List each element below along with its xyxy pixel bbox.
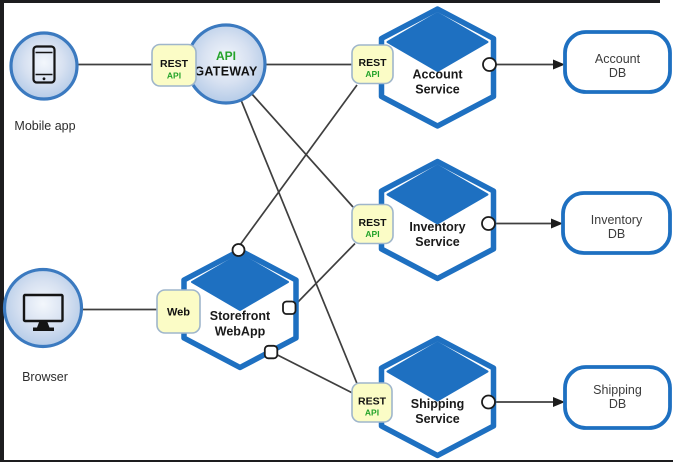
inventory-cube-top-face xyxy=(386,164,489,225)
shipping-cube-top-face xyxy=(386,341,489,402)
shipping-service-node: Shipping Service xyxy=(378,335,497,459)
frame-edge-bottom xyxy=(0,460,673,462)
connector-lines xyxy=(77,63,358,394)
storefront-cube-top-face xyxy=(191,253,289,311)
web-interface: Web xyxy=(156,289,201,334)
api-gateway-line1: API xyxy=(216,49,236,63)
inventory-rest-interface: REST API xyxy=(351,203,394,245)
shipping-rest-label: REST xyxy=(358,396,387,408)
inventory-db-box xyxy=(561,191,672,255)
gateway-rest-box xyxy=(151,43,197,87)
shipping-service-line2: Service xyxy=(415,412,460,426)
api-gateway-node: API GATEWAY xyxy=(185,23,267,105)
shipping-db-box xyxy=(563,365,672,430)
storefront-label-line1: Storefront xyxy=(210,309,271,323)
shipping-api-label: API xyxy=(365,408,379,418)
inventory-api-label: API xyxy=(365,229,379,239)
account-db-line2: DB xyxy=(609,66,626,80)
inventory-rest-label: REST xyxy=(358,217,387,229)
inventory-service-db-port xyxy=(481,216,496,231)
gateway-api-label: API xyxy=(167,71,181,81)
edge-webapp-to-inventory-rest xyxy=(294,242,356,306)
storefront-top-port xyxy=(231,243,246,257)
shipping-service-line1: Shipping xyxy=(411,397,464,411)
account-service-node: Account Service xyxy=(378,6,497,129)
edge-webapp-to-account-rest xyxy=(239,84,358,246)
arrowhead-inventory-db xyxy=(551,218,563,229)
account-db-node: Account DB xyxy=(563,30,672,94)
mobile-app-label: Mobile app xyxy=(14,119,75,133)
storefront-webapp-node: Storefront WebApp xyxy=(181,243,299,371)
edge-gateway-to-shipping-rest xyxy=(240,99,358,384)
inventory-rest-box xyxy=(351,203,394,245)
browser-node: Browser xyxy=(2,267,84,384)
frame-edge-top xyxy=(0,0,660,3)
account-service-line1: Account xyxy=(413,68,464,82)
inventory-service-line2: Service xyxy=(415,235,460,249)
storefront-label-line2: WebApp xyxy=(215,325,266,339)
shipping-db-node: Shipping DB xyxy=(563,365,672,430)
mobile-app-node: Mobile app xyxy=(9,31,79,133)
edge-webapp-to-shipping-rest xyxy=(277,354,353,394)
gateway-rest-label: REST xyxy=(160,58,189,70)
inventory-db-node: Inventory DB xyxy=(561,191,672,255)
arrowhead-shipping-db xyxy=(553,397,565,407)
storefront-bottom-port xyxy=(263,344,279,360)
account-rest-label: REST xyxy=(358,57,387,69)
frame-edge-left xyxy=(0,0,4,462)
smartphone-icon xyxy=(32,45,56,84)
account-db-box xyxy=(563,30,672,94)
account-cube-top-face xyxy=(386,12,489,72)
api-gateway-line2: GATEWAY xyxy=(194,65,258,79)
inventory-db-line2: DB xyxy=(608,227,625,241)
db-arrows xyxy=(495,59,565,407)
storefront-right-port xyxy=(282,300,297,315)
shipping-rest-box xyxy=(351,382,393,423)
inventory-db-line1: Inventory xyxy=(591,213,643,227)
arrowhead-account-db xyxy=(553,59,565,70)
inventory-service-line1: Inventory xyxy=(409,220,465,234)
monitor-icon xyxy=(22,293,64,331)
gateway-rest-interface: REST API xyxy=(151,43,197,87)
browser-circle xyxy=(2,267,84,349)
account-api-label: API xyxy=(365,69,379,79)
shipping-db-line2: DB xyxy=(609,397,626,411)
account-service-line2: Service xyxy=(415,83,460,97)
account-db-line1: Account xyxy=(595,52,641,66)
web-label: Web xyxy=(167,307,190,319)
browser-label: Browser xyxy=(22,370,68,384)
shipping-rest-interface: REST API xyxy=(351,382,393,423)
inventory-service-node: Inventory Service xyxy=(378,158,497,282)
web-box xyxy=(156,289,201,334)
shipping-service-db-port xyxy=(481,394,496,410)
edge-gateway-to-inventory-rest xyxy=(250,92,354,208)
account-rest-box xyxy=(351,44,394,85)
account-rest-interface: REST API xyxy=(351,44,394,85)
account-service-db-port xyxy=(482,57,497,72)
shipping-db-line1: Shipping xyxy=(593,383,642,397)
mobile-app-circle xyxy=(9,31,79,101)
